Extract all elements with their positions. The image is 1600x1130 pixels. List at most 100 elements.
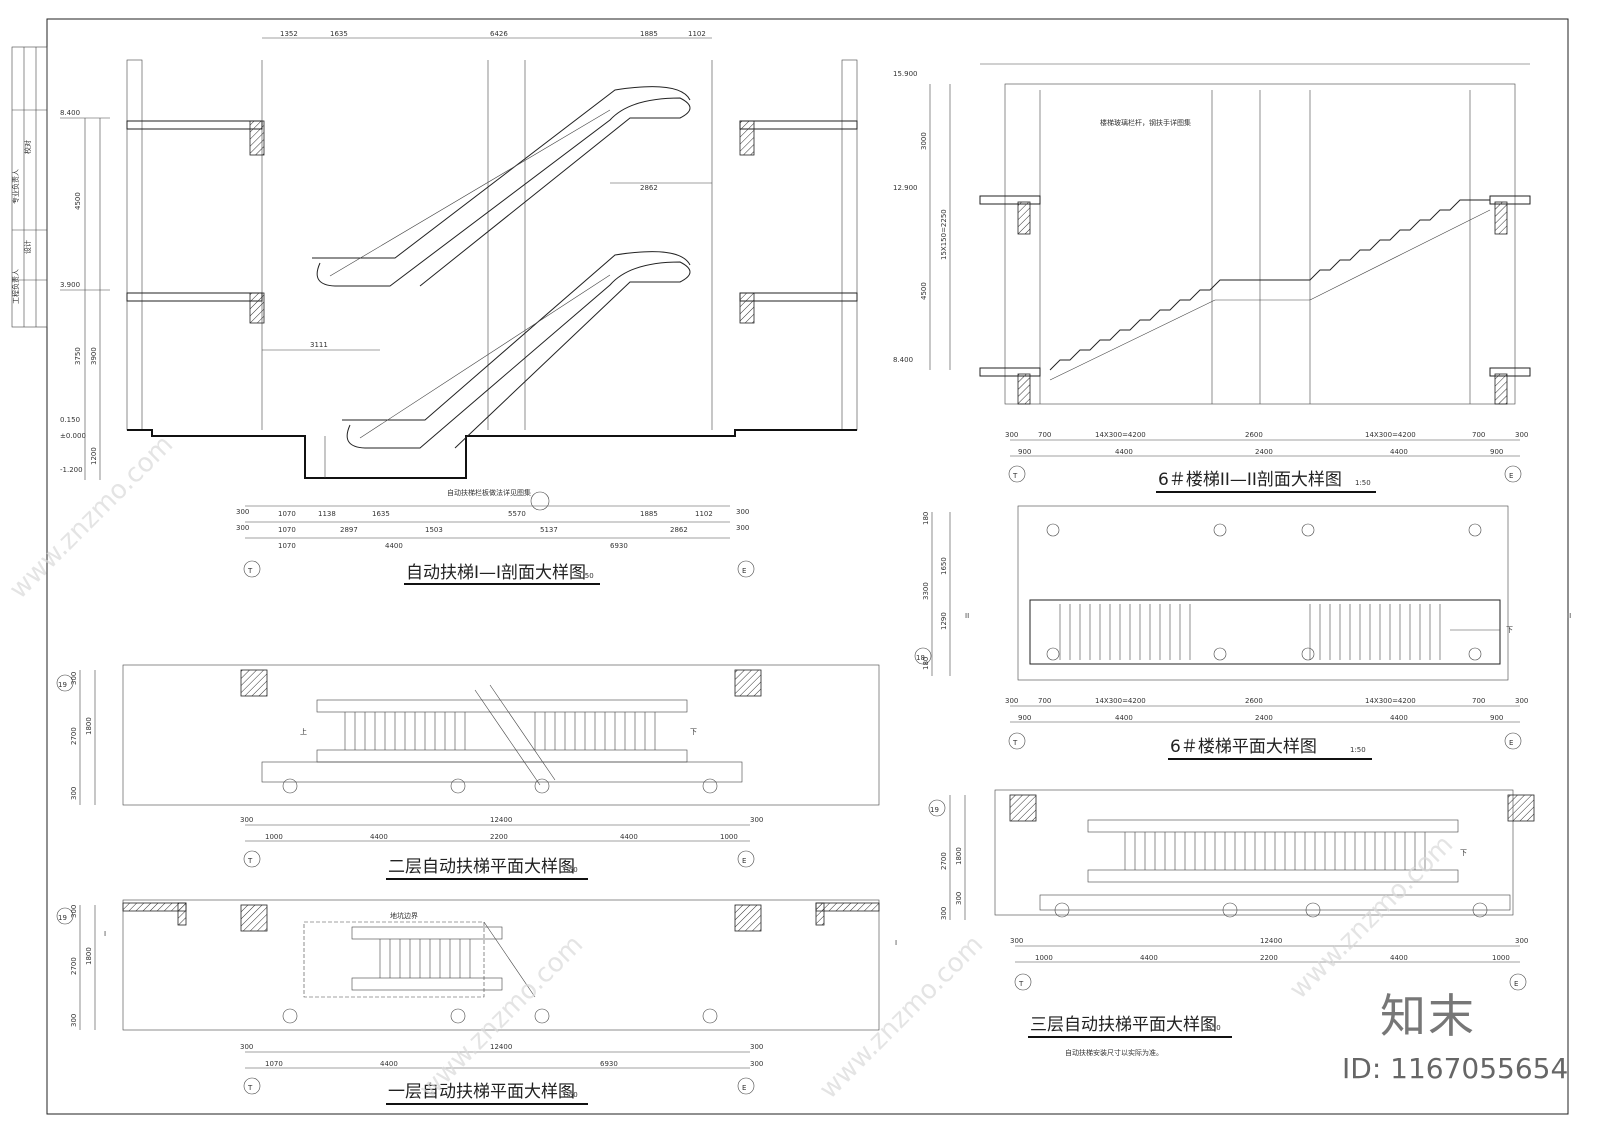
axis-circle-e [737,560,755,578]
bd2-2: 2897 [340,526,358,534]
escalator-plan-1f-drawing: 地坑边界 I I 19 300 2700 1800 300 300 12400 … [56,899,897,1105]
bd2-0: 300 [236,524,249,532]
watermark-site-3: www.znzmo.com [814,930,989,1105]
stair-plan-treads [1059,604,1441,660]
escalator-section-scale: 1:50 [578,572,594,580]
p1-bd2-2: 6930 [600,1060,618,1068]
watermark-brand: 知末 [1380,989,1476,1043]
stair-section-note: 楼梯玻璃栏杆，钢扶手详图集 [1100,118,1191,127]
sp-axis-e: E [1509,739,1513,747]
stair-section-title: 6＃楼梯II—II剖面大样图 [1158,470,1342,490]
stair-axis-e: E [1509,472,1513,480]
bd1-1: 1070 [278,510,296,518]
plan3f-arrow-label: 下 [1460,849,1467,857]
plan2f-scale: 1:50 [562,866,578,874]
plan2f-title: 二层自动扶梯平面大样图 [388,857,575,877]
escalator-section-title: 自动扶梯I—I剖面大样图 [406,563,586,583]
stair-plan-axis-circle-18 [914,647,932,665]
top-dim-1: 1352 [280,30,298,38]
p3-bd2-3: 4400 [1390,954,1408,962]
bd1-5: 1885 [640,510,658,518]
plan1f-scale: 1:50 [562,1091,578,1099]
stair-level-15900: 15.900 [893,70,918,78]
plan3f-axis-19: 19 [930,806,939,814]
p1-axis-e: E [742,1084,746,1092]
stair-plan-drawing: 下 18 II II 180 1650 3300 1290 180 300 70… [914,505,1571,760]
p2-axis-t: T [247,857,253,865]
stair-left-dim-flight: 15X150=2250 [940,209,948,260]
stair-level-12900: 12.900 [893,184,918,192]
sheet-border [46,18,1569,1115]
p2-bd2-1: 4400 [370,833,388,841]
plan1f-section-mark-right: I [895,939,897,947]
p1-bd1-0: 300 [240,1043,253,1051]
sp-left-3: 1290 [940,612,948,630]
ss-bd1-0: 300 [1005,431,1018,439]
p1-bd1-2: 300 [750,1043,763,1051]
bd2-1: 1070 [278,526,296,534]
plan3f-scale: 1:50 [1205,1024,1221,1032]
bd2-6: 300 [736,524,749,532]
axis-label-e: E [742,567,746,575]
ss-bd1-3: 2600 [1245,431,1263,439]
ss-bd2-1: 4400 [1115,448,1133,456]
p3-bd2-2: 2200 [1260,954,1278,962]
stair-section-scale: 1:50 [1355,479,1371,487]
plan3f-note: 自动扶梯安装尺寸以实际为准。 [1065,1048,1163,1057]
bd2-3: 1503 [425,526,443,534]
plan1f-title: 一层自动扶梯平面大样图 [388,1082,575,1102]
p3-axis-e: E [1514,980,1518,988]
axis-circle-t [243,560,261,578]
ss-bd2-3: 4400 [1390,448,1408,456]
sp-left-1: 1650 [940,557,948,575]
ss-bd1-4: 14X300=4200 [1365,431,1416,439]
stair-plan-axis-18: 18 [916,654,925,662]
p2-bd2-0: 1000 [265,833,283,841]
sp-bd1-1: 700 [1038,697,1051,705]
sp-bd1-3: 2600 [1245,697,1263,705]
top-dim-4: 1885 [640,30,658,38]
plan1f-axis-19: 19 [58,914,67,922]
bd1-3: 1635 [372,510,390,518]
plan1f-pit-note: 地坑边界 [390,911,418,920]
left-dim-1200: 1200 [90,447,98,465]
p2-bd1-2: 300 [750,816,763,824]
ss-bd2-2: 2400 [1255,448,1273,456]
p1-bd2-3: 300 [750,1060,763,1068]
p3-bd1-1: 12400 [1260,937,1282,945]
p2-bd1-0: 300 [240,816,253,824]
p3-left-0: 2700 [940,852,948,870]
level-3900: 3.900 [60,281,80,289]
stair-level-8400: 8.400 [893,356,913,364]
p1-axis-t: T [247,1084,253,1092]
watermark-site-4: www.znzmo.com [1284,830,1459,1005]
bd1-2: 1138 [318,510,336,518]
left-dim-3750: 3750 [74,347,82,365]
p1-bd1-1: 12400 [490,1043,512,1051]
level-8400: 8.400 [60,109,80,117]
p2-bd2-3: 4400 [620,833,638,841]
bd1-6: 1102 [695,510,713,518]
ss-bd1-2: 14X300=4200 [1095,431,1146,439]
plan1f-section-mark-left: I [104,930,106,938]
sp-left-2: 3300 [922,582,930,600]
top-dim-5: 1102 [688,30,706,38]
ss-bd1-1: 700 [1038,431,1051,439]
ss-bd2-4: 900 [1490,448,1503,456]
stair-plan-section-mark-left: II [965,612,969,620]
p3-left-2: 300 [955,892,963,905]
title-block-row-1: 工程负责人 [11,269,20,304]
bd3-3: 6930 [610,542,628,550]
plan2f-up-label: 上 [300,727,307,736]
escalator-plan-3f-drawing: 下 19 2700 1800 300 300 300 12400 300 100… [928,789,1535,1057]
level-0150: 0.150 [60,416,80,424]
p2-bd2-2: 2200 [490,833,508,841]
p3-bd2-4: 1000 [1492,954,1510,962]
sp-left-0: 180 [922,512,930,525]
p2-left-1: 2700 [70,727,78,745]
p3-axis-t: T [1018,980,1024,988]
escalator-section-note: 自动扶梯栏板做法详见图集 [447,488,531,497]
detail-ref-circle [530,491,550,511]
top-dim-2: 1635 [330,30,348,38]
